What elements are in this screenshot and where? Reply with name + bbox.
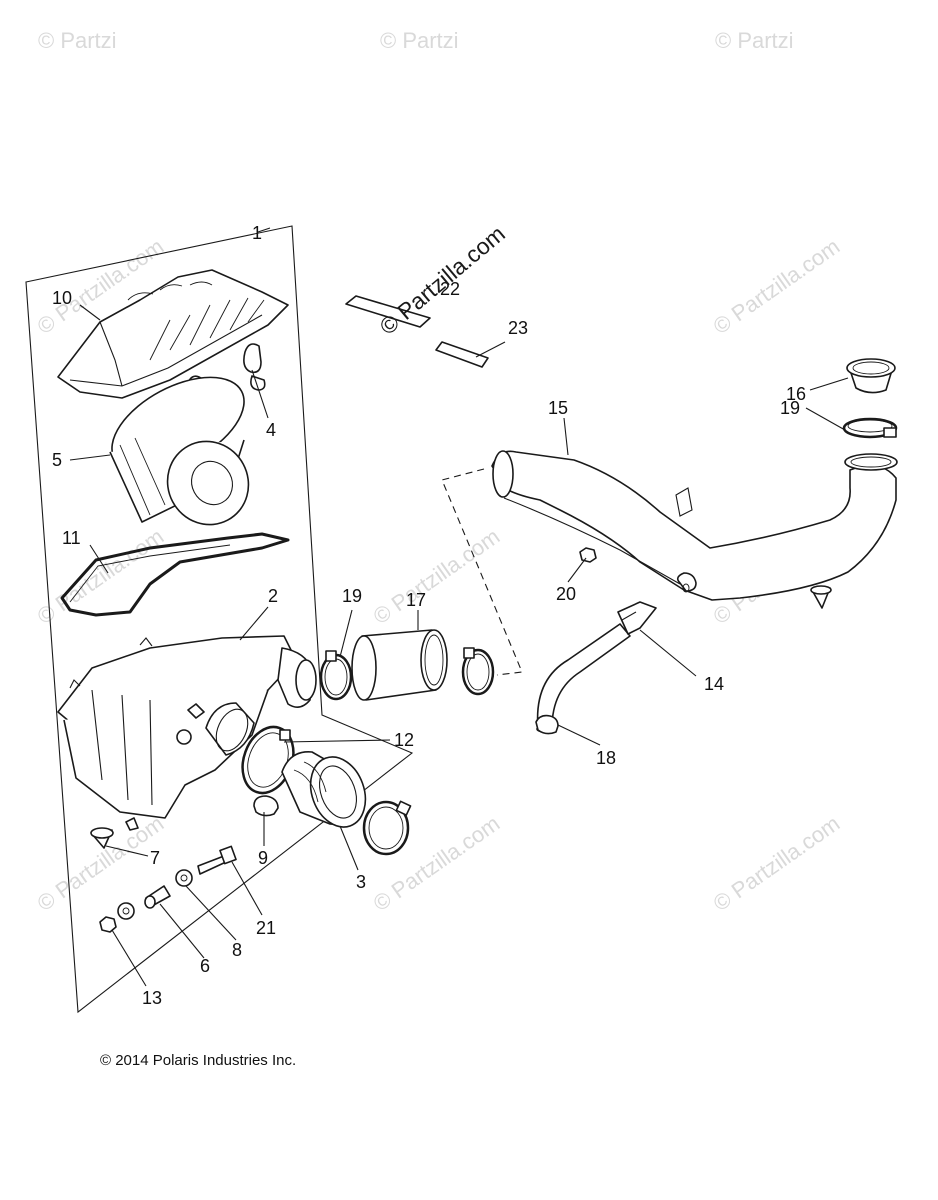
part-7-drain (90, 827, 114, 849)
callout-7: 7 (150, 848, 160, 868)
callout-19-right: 19 (780, 398, 800, 418)
part-8-grommet (175, 869, 193, 887)
watermark-top-right: © Partzi (715, 28, 794, 53)
callout-3: 3 (356, 872, 366, 892)
callout-23: 23 (508, 318, 528, 338)
part-20-screw (579, 547, 597, 563)
part-5-air-filter (109, 376, 250, 526)
part-21-bolt (197, 845, 237, 875)
part-11-gasket (60, 532, 290, 617)
copyright-notice: © 2014 Polaris Industries Inc. (100, 1052, 297, 1069)
watermark-upper-right: © Partzilla.com (709, 234, 845, 340)
part-19-clamp-right (461, 647, 495, 696)
part-18-clamp (535, 714, 559, 735)
part-9-plug (253, 795, 279, 817)
part-17-tube (351, 629, 448, 701)
callout-16: 16 (786, 384, 806, 404)
watermark-mid-center: © Partzilla.com (369, 524, 505, 630)
callouts: 1 10 4 5 11 2 12 3 9 7 21 8 6 13 19 17 1… (52, 223, 806, 1008)
watermark-lower-right: © Partzilla.com (709, 811, 845, 917)
callout-4: 4 (266, 420, 276, 440)
callout-14: 14 (704, 674, 724, 694)
callout-13: 13 (142, 988, 162, 1008)
part-19-clamp-top (842, 417, 898, 439)
callout-20: 20 (556, 584, 576, 604)
callout-6: 6 (200, 956, 210, 976)
part-6-spacer (144, 885, 171, 909)
callout-17: 17 (406, 590, 426, 610)
part-22-decal (345, 295, 431, 328)
leader-lines (69, 227, 849, 987)
watermark-top-left: © Partzi (38, 28, 117, 53)
watermark-top-center: © Partzi (380, 28, 459, 53)
part-15-intake-duct (491, 450, 898, 601)
callout-5: 5 (52, 450, 62, 470)
part-14-breather-hose (536, 601, 657, 733)
part-drain-right (810, 585, 832, 609)
part-grommet-small (117, 902, 135, 920)
callout-18: 18 (596, 748, 616, 768)
callout-19-left: 19 (342, 586, 362, 606)
callout-11: 11 (62, 528, 81, 548)
callout-2: 2 (268, 586, 278, 606)
part-coupler-rear (205, 702, 255, 756)
watermark-lower-center: © Partzilla.com (369, 811, 505, 917)
part-13-nut (99, 916, 117, 933)
part-3-intake-boot (281, 751, 367, 828)
part-23-decal (435, 341, 489, 368)
part-2-airbox-base (57, 635, 317, 831)
callout-12: 12 (394, 730, 414, 750)
callout-1: 1 (252, 223, 262, 243)
part-16-cap (846, 358, 896, 394)
callout-9: 9 (258, 848, 268, 868)
part-19-clamp-left (319, 650, 353, 701)
part-clamp-outlet (362, 800, 412, 856)
routing-dashed-line (441, 468, 523, 676)
callout-22: 22 (440, 279, 460, 299)
part-10-airbox-cover (57, 269, 289, 399)
callout-8: 8 (232, 940, 242, 960)
callout-15: 15 (548, 398, 568, 418)
callout-21: 21 (256, 918, 276, 938)
assembly-frame (25, 225, 414, 1014)
watermark-main: © Partzilla.com (375, 220, 510, 340)
callout-10: 10 (52, 288, 72, 308)
